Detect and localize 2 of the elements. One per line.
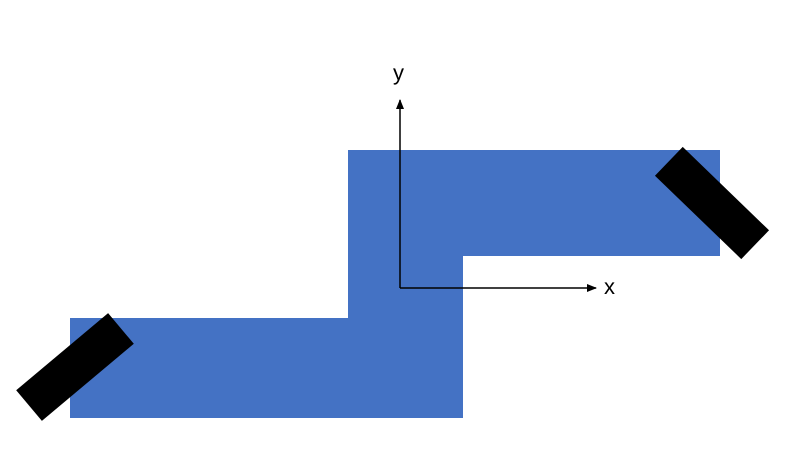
axis-label: y: [393, 62, 404, 84]
axis-label: x: [604, 276, 615, 298]
